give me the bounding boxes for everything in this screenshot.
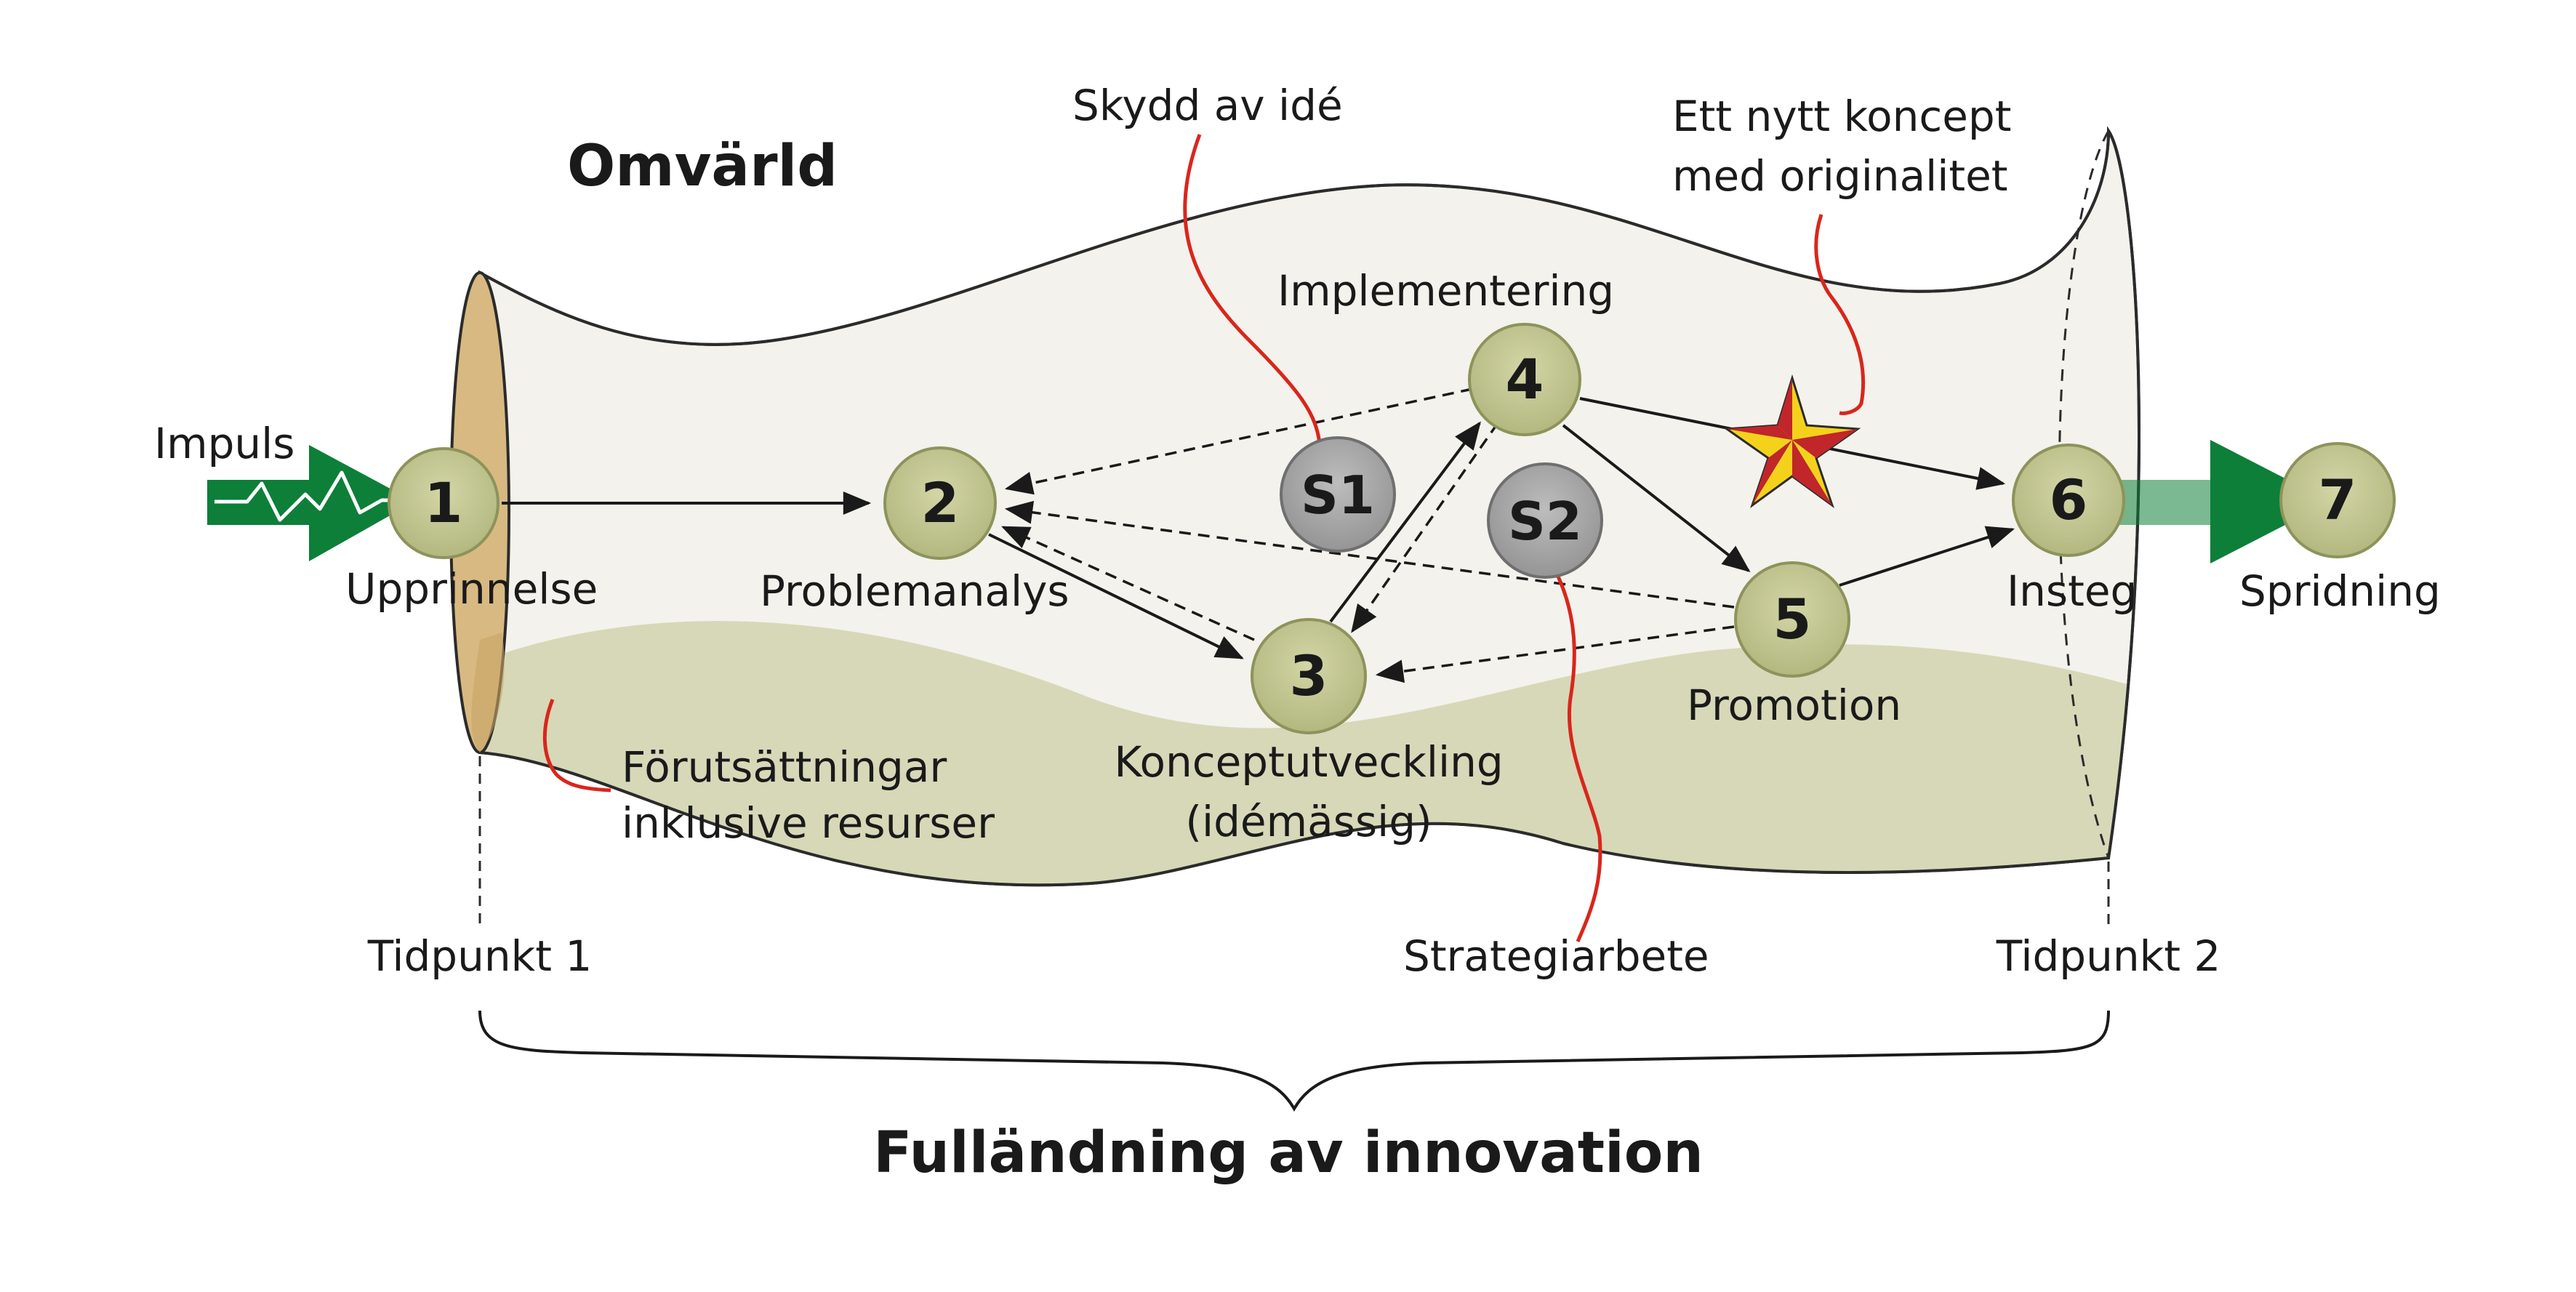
node-5-circle: [1734, 561, 1850, 678]
strategy-node-s1-label: S1: [1301, 465, 1375, 526]
exit-arrow: [2210, 440, 2330, 563]
strategy-node-s2-label: S2: [1508, 491, 1582, 552]
arrow-5-to-6: [1839, 526, 2015, 587]
callout-line-s1: [1183, 134, 1322, 444]
completion-brace: [478, 1010, 2110, 1112]
arrow-2-to-3: [988, 533, 1244, 659]
callout-lines: [542, 134, 1866, 943]
node-4-label: Implementering: [1277, 266, 1614, 316]
resources-callout-line2: inklusive resurser: [622, 798, 995, 848]
callout-line-s2: [1543, 551, 1602, 943]
strategy-node-s1-circle: [1280, 436, 1396, 553]
resources-callout-line1: Förutsättningar: [622, 742, 947, 792]
node-2-number: 2: [921, 470, 960, 535]
diagram-title: Omvärld: [567, 134, 838, 199]
strategy-node-s2: S2: [1487, 462, 1603, 579]
node-4-number: 4: [1506, 347, 1544, 412]
node-2-circle: [883, 446, 997, 560]
star-callout-line1: Ett nytt koncept: [1672, 92, 2011, 141]
arrow-3-to-4: [1329, 421, 1481, 623]
node-1-circle: [388, 447, 499, 559]
node-1-number: 1: [425, 470, 463, 535]
node-7-circle: [2279, 442, 2396, 558]
node-6: 6: [2012, 444, 2125, 557]
arrow-4-to-2: [1004, 388, 1473, 495]
node-6-number: 6: [2050, 468, 2088, 532]
node-7: 7: [2279, 442, 2396, 558]
node-4-circle: [1468, 323, 1581, 436]
node-3-label-sub: (idémässig): [1185, 797, 1432, 846]
arrow-5-to-3: [1375, 625, 1735, 683]
impulse-label: Impuls: [154, 419, 295, 468]
s2-callout-text: Strategiarbete: [1403, 931, 1709, 981]
node-5-label: Promotion: [1687, 681, 1901, 730]
originality-star-icon: [1723, 374, 1861, 508]
star-facet: [1778, 378, 1792, 440]
node-4: 4: [1468, 323, 1581, 436]
node-7-label: Spridning: [2239, 566, 2441, 616]
node-1-label: Upprinnelse: [345, 564, 598, 614]
star-facet: [1752, 440, 1792, 505]
tube-outline: [479, 126, 2140, 887]
star-facet: [1727, 425, 1792, 440]
entry-ring-shade: [471, 633, 505, 753]
impulse-zigzag: [214, 470, 404, 522]
star-callout-line2: med originalitet: [1672, 151, 2008, 201]
callout-line-resources: [542, 699, 611, 793]
node-3-label: Konceptutveckling: [1114, 737, 1503, 787]
impulse-arrow: [207, 445, 414, 561]
node-1: 1: [388, 447, 499, 559]
resources-band: [480, 621, 2139, 886]
exit-arrow-translucent: [2101, 480, 2210, 525]
node-2-label: Problemanalys: [760, 566, 1070, 616]
node-2: 2: [883, 446, 997, 560]
star-facet: [1792, 429, 1858, 458]
node-5-number: 5: [1773, 587, 1812, 651]
time1-label: Tidpunkt 1: [367, 931, 593, 981]
s1-callout-text: Skydd av idé: [1072, 81, 1343, 130]
strategy-node-s2-circle: [1487, 462, 1603, 579]
arrow-3-to-2: [1001, 526, 1255, 641]
node-7-number: 7: [2319, 468, 2357, 532]
feedback-arrows: [1001, 388, 1735, 683]
node-6-circle: [2012, 444, 2125, 557]
strategy-node-s1: S1: [1280, 436, 1396, 553]
completion-title: Fulländning av innovation: [873, 1120, 1704, 1186]
node-3-circle: [1251, 618, 1367, 734]
node-3-number: 3: [1290, 643, 1328, 708]
node-5: 5: [1734, 561, 1850, 678]
arrow-4-to-5: [1562, 424, 1751, 572]
callout-line-star: [1814, 214, 1866, 415]
arrow-5-to-2: [1004, 500, 1735, 609]
arrow-4-to-3: [1351, 422, 1499, 633]
node-3: 3: [1251, 618, 1367, 734]
time2-label: Tidpunkt 2: [1996, 931, 2221, 981]
node-6-label: Insteg: [2007, 566, 2137, 616]
star-facet: [1792, 440, 1832, 505]
